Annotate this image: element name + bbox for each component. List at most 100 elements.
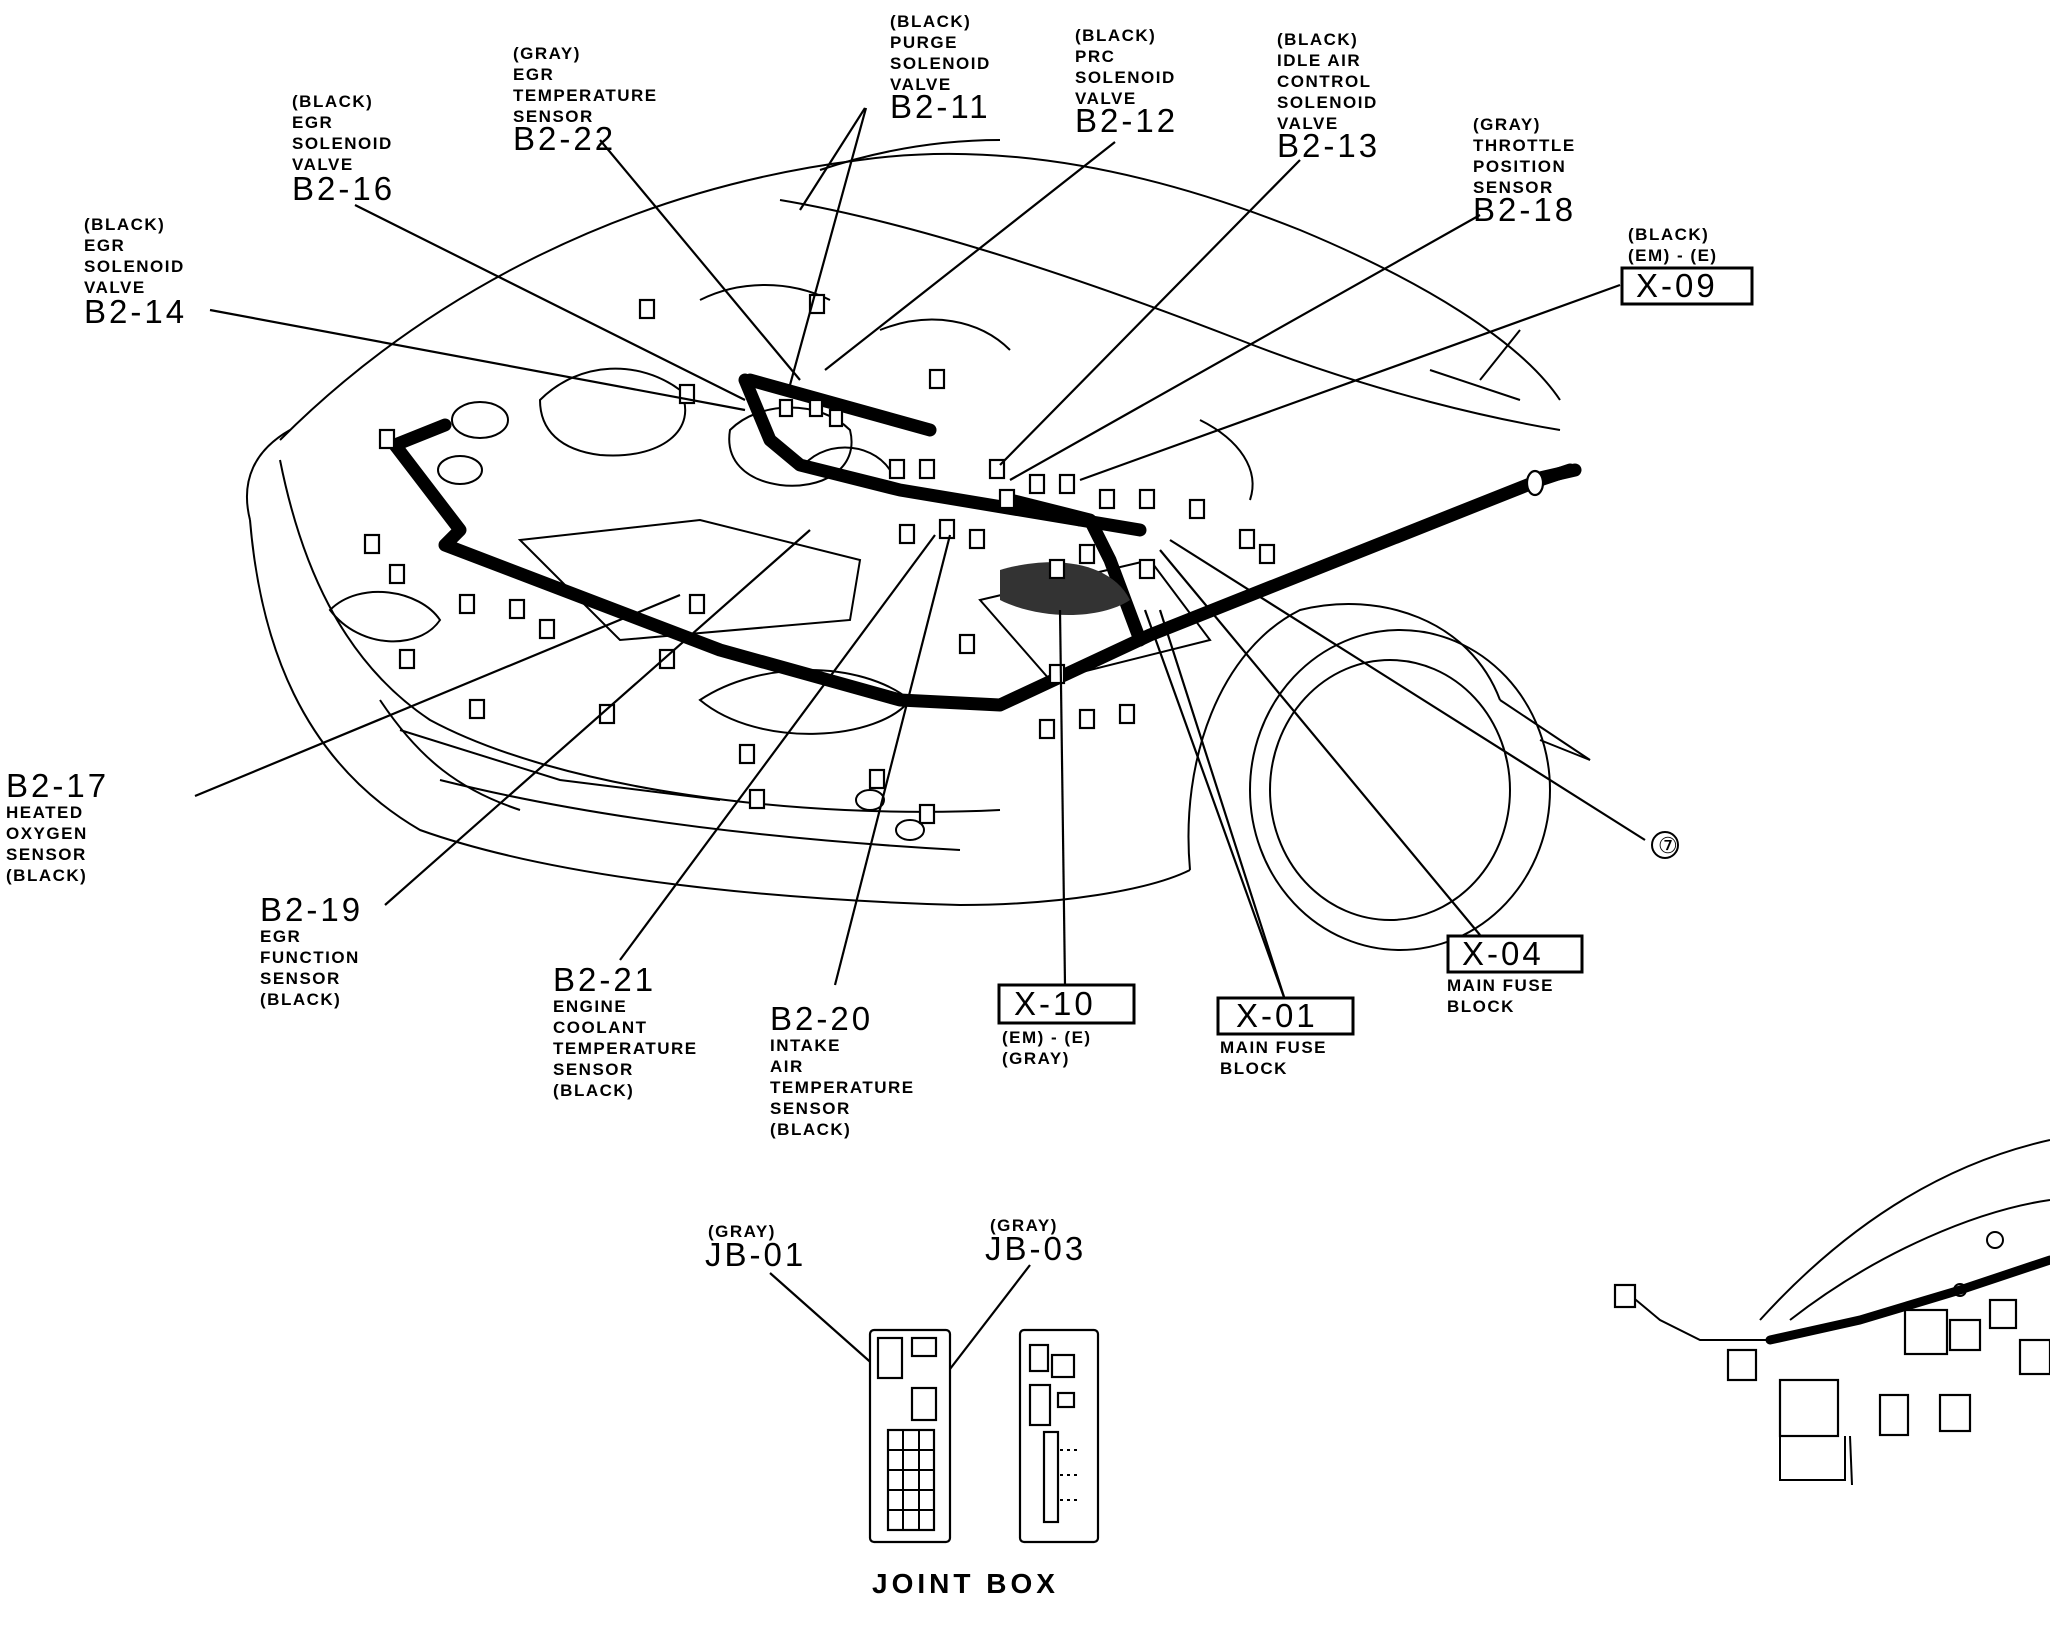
svg-text:HEATED: HEATED: [6, 803, 84, 822]
svg-text:EGR: EGR: [513, 65, 554, 84]
svg-text:AIR: AIR: [770, 1057, 804, 1076]
callout-b2-19: B2-19 EGR FUNCTION SENSOR (BLACK): [260, 891, 363, 1009]
connector-code: X-04: [1462, 935, 1544, 972]
connector-code: B2-17: [6, 767, 109, 804]
svg-text:OXYGEN: OXYGEN: [6, 824, 88, 843]
joint-box: (GRAY) JB-01 (GRAY) JB-03: [705, 1216, 1100, 1599]
svg-text:SENSOR: SENSOR: [553, 1060, 634, 1079]
connector-code: X-01: [1236, 997, 1318, 1034]
callout-b2-12: (BLACK) PRC SOLENOID VALVE B2-12: [1075, 26, 1178, 139]
svg-text:BLOCK: BLOCK: [1220, 1059, 1288, 1078]
svg-text:SOLENOID: SOLENOID: [292, 134, 393, 153]
connector-code: X-09: [1636, 267, 1718, 304]
svg-text:SENSOR: SENSOR: [260, 969, 341, 988]
connector-code: JB-03: [985, 1230, 1086, 1267]
svg-text:EGR: EGR: [292, 113, 333, 132]
connector-code: B2-12: [1075, 102, 1178, 139]
callout-x-04: X-04 MAIN FUSE BLOCK: [1446, 934, 1584, 1016]
callout-b2-21: B2-21 ENGINE COOLANT TEMPERATURE SENSOR …: [553, 961, 698, 1100]
connector-code: B2-16: [292, 170, 395, 207]
svg-text:(EM) - (E): (EM) - (E): [1628, 246, 1718, 265]
svg-text:SOLENOID: SOLENOID: [1277, 93, 1378, 112]
svg-text:TEMPERATURE: TEMPERATURE: [770, 1078, 915, 1097]
svg-text:EGR: EGR: [260, 927, 301, 946]
svg-text:VALVE: VALVE: [890, 75, 952, 94]
svg-text:TEMPERATURE: TEMPERATURE: [513, 86, 658, 105]
callout-b2-14: (BLACK) EGR SOLENOID VALVE B2-14: [84, 215, 187, 330]
svg-text:(BLACK): (BLACK): [1277, 30, 1358, 49]
svg-text:VALVE: VALVE: [84, 278, 146, 297]
joint-box-right: [1018, 1328, 1100, 1544]
svg-text:CONTROL: CONTROL: [1277, 72, 1372, 91]
callout-x-09: (BLACK) (EM) - (E) X-09: [1620, 225, 1754, 306]
connector-code: B2-19: [260, 891, 363, 928]
callout-b2-16: (BLACK) EGR SOLENOID VALVE B2-16: [292, 92, 395, 207]
joint-box-title: JOINT BOX: [872, 1568, 1059, 1599]
svg-text:INTAKE: INTAKE: [770, 1036, 841, 1055]
leader-lines: [194, 107, 1646, 1001]
svg-text:(BLACK): (BLACK): [1628, 225, 1709, 244]
svg-text:EGR: EGR: [84, 236, 125, 255]
svg-text:(GRAY): (GRAY): [990, 1216, 1058, 1235]
svg-text:COOLANT: COOLANT: [553, 1018, 648, 1037]
vehicle-outline: [245, 139, 1591, 951]
svg-text:BLOCK: BLOCK: [1447, 997, 1515, 1016]
color-tag: (BLACK): [890, 12, 971, 31]
connector-code: JB-01: [705, 1236, 806, 1273]
callout-b2-18: (GRAY) THROTTLE POSITION SENSOR B2-18: [1473, 115, 1576, 228]
svg-text:(BLACK): (BLACK): [770, 1120, 851, 1139]
svg-text:(BLACK): (BLACK): [553, 1081, 634, 1100]
svg-text:(GRAY): (GRAY): [513, 44, 581, 63]
svg-text:IDLE AIR: IDLE AIR: [1277, 51, 1361, 70]
svg-text:SOLENOID: SOLENOID: [84, 257, 185, 276]
callout-b2-20: B2-20 INTAKE AIR TEMPERATURE SENSOR (BLA…: [770, 1000, 915, 1139]
svg-text:(BLACK): (BLACK): [1075, 26, 1156, 45]
connector-code: X-10: [1014, 985, 1096, 1022]
connector-code: B2-18: [1473, 191, 1576, 228]
svg-text:MAIN FUSE: MAIN FUSE: [1220, 1038, 1327, 1057]
svg-text:FUNCTION: FUNCTION: [260, 948, 360, 967]
svg-text:(EM) - (E): (EM) - (E): [1002, 1028, 1092, 1047]
svg-text:SENSOR: SENSOR: [1473, 178, 1554, 197]
svg-text:SOLENOID: SOLENOID: [890, 54, 991, 73]
svg-text:PURGE: PURGE: [890, 33, 958, 52]
svg-text:(GRAY): (GRAY): [708, 1222, 776, 1241]
connector-code: B2-20: [770, 1000, 873, 1037]
svg-text:(BLACK): (BLACK): [292, 92, 373, 111]
svg-text:SENSOR: SENSOR: [513, 107, 594, 126]
svg-text:(GRAY): (GRAY): [1473, 115, 1541, 134]
svg-text:VALVE: VALVE: [292, 155, 354, 174]
callout-b2-13: (BLACK) IDLE AIR CONTROL SOLENOID VALVE …: [1277, 30, 1380, 164]
svg-text:SENSOR: SENSOR: [6, 845, 87, 864]
harness-connectors: [363, 293, 1276, 825]
svg-text:ENGINE: ENGINE: [553, 997, 627, 1016]
svg-text:THROTTLE: THROTTLE: [1473, 136, 1576, 155]
svg-text:(BLACK): (BLACK): [6, 866, 87, 885]
connector-code: B2-22: [513, 120, 616, 157]
inset-harness-partial: [1613, 1139, 2050, 1486]
svg-text:PRC: PRC: [1075, 47, 1115, 66]
svg-text:SENSOR: SENSOR: [770, 1099, 851, 1118]
connector-code: B2-13: [1277, 127, 1380, 164]
engine-harness: [388, 373, 1582, 712]
svg-text:VALVE: VALVE: [1277, 114, 1339, 133]
svg-text:SOLENOID: SOLENOID: [1075, 68, 1176, 87]
callout-b2-11: (BLACK) PURGE SOLENOID VALVE B2-11: [890, 12, 991, 125]
svg-text:VALVE: VALVE: [1075, 89, 1137, 108]
svg-text:MAIN FUSE: MAIN FUSE: [1447, 976, 1554, 995]
callout-x-10: X-10 (EM) - (E) (GRAY): [997, 983, 1136, 1068]
joint-box-left: [868, 1328, 952, 1544]
callout-x-01: X-01 MAIN FUSE BLOCK: [1216, 996, 1355, 1078]
svg-text:TEMPERATURE: TEMPERATURE: [553, 1039, 698, 1058]
callout-b2-22: (GRAY) EGR TEMPERATURE SENSOR B2-22: [513, 44, 658, 157]
svg-text:(BLACK): (BLACK): [260, 990, 341, 1009]
connector-code: B2-21: [553, 961, 656, 998]
connector-code: B2-11: [890, 88, 991, 125]
svg-text:(BLACK): (BLACK): [84, 215, 165, 234]
callout-b2-17: B2-17 HEATED OXYGEN SENSOR (BLACK): [6, 767, 109, 885]
svg-text:(GRAY): (GRAY): [1002, 1049, 1070, 1068]
reference-number: ⑦: [1658, 833, 1678, 858]
connector-code: B2-14: [84, 293, 187, 330]
callout-ref-7: ⑦: [1651, 831, 1679, 859]
